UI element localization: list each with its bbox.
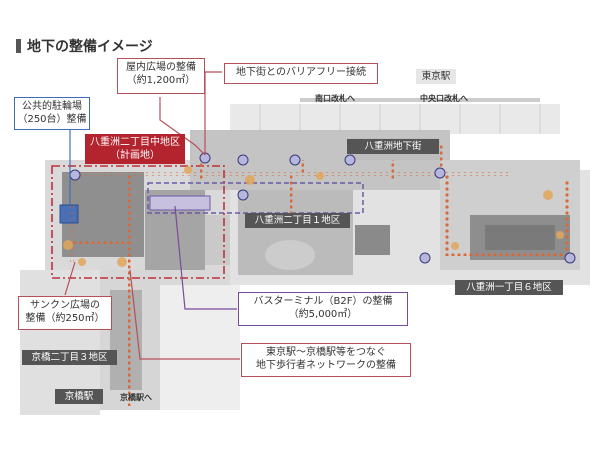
callout-barrier-free: 地下街とのバリアフリー接続 (224, 63, 378, 84)
label-yaesu-underground: 八重洲地下街 (347, 139, 439, 154)
label-central-gate: 中央口改札へ (420, 94, 468, 103)
label-kyobashi-station: 京橋駅 (55, 389, 103, 404)
leader-lines (64, 71, 240, 360)
station-grid (259, 104, 541, 134)
street-area (160, 285, 240, 410)
station-concourse (230, 104, 560, 134)
callout-bus-terminal: バスターミナル（B2F）の整備 （約5,000㎡） (238, 292, 408, 326)
platform-strip (300, 98, 540, 102)
roundabout (265, 240, 315, 270)
yaesu2-1-building (355, 225, 390, 255)
project-building-east (205, 215, 230, 265)
heading-bar (16, 39, 21, 53)
barrier-free-markers (69, 152, 576, 264)
page-heading: 地下の整備イメージ (16, 36, 153, 56)
callout-sunken-plaza: サンクン広場の 整備（約250㎡） (18, 296, 112, 330)
callout-bicycle-parking: 公共的駐輪場 （250台）整備 (14, 97, 90, 130)
plaza-markers (63, 166, 564, 267)
label-yaesu2-district1: 八重洲二丁目１地区 (245, 213, 350, 228)
kyobashi-building (110, 290, 142, 390)
callout-project-site: 八重洲二丁目中地区 （計画地） (85, 134, 185, 164)
label-tokyo-station: 東京駅 (416, 69, 456, 84)
label-south-gate: 南口改札へ (315, 94, 355, 103)
label-yaesu1-district6: 八重洲一丁目６地区 (455, 280, 563, 295)
bus-terminal-area (149, 195, 211, 211)
project-boundary (51, 165, 225, 279)
callout-indoor-plaza: 屋内広場の整備 （約1,200㎡） (117, 58, 205, 94)
label-to-kyobashi: 京橋駅へ (120, 393, 152, 402)
label-kyobashi2-district3: 京橋二丁目３地区 (22, 350, 117, 365)
yaesu1-6-core (485, 225, 555, 250)
heading-text: 地下の整備イメージ (27, 39, 153, 55)
callout-pedestrian-network: 東京駅〜京橋駅等をつなぐ 地下歩行者ネットワークの整備 (241, 343, 411, 377)
pedestrian-routes (70, 145, 575, 406)
bicycle-parking-area (59, 204, 79, 224)
